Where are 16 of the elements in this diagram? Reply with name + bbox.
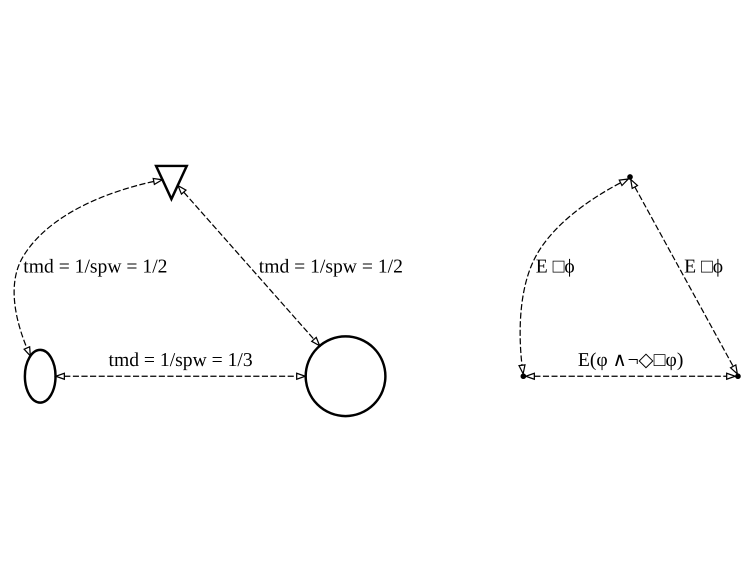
arrow [176, 184, 321, 347]
node-point [520, 372, 526, 379]
edge-label: tmd = 1/spw = 1/2 [258, 256, 403, 277]
node-point [627, 174, 633, 180]
edge-label: tmd = 1/spw = 1/2 [23, 256, 168, 277]
node-point [735, 372, 741, 379]
node-ellipse [24, 348, 57, 404]
edge-label: tmd = 1/spw = 1/3 [108, 350, 253, 371]
arrow [524, 372, 738, 380]
edge-label: E □ϕ [536, 256, 575, 277]
arrow [518, 178, 630, 376]
edge-label: E(φ ∧¬◇□φ) [578, 350, 684, 371]
arrow [54, 372, 308, 380]
arrow [630, 177, 738, 375]
edge-label: E □ϕ [684, 256, 724, 277]
arrow [14, 177, 164, 358]
